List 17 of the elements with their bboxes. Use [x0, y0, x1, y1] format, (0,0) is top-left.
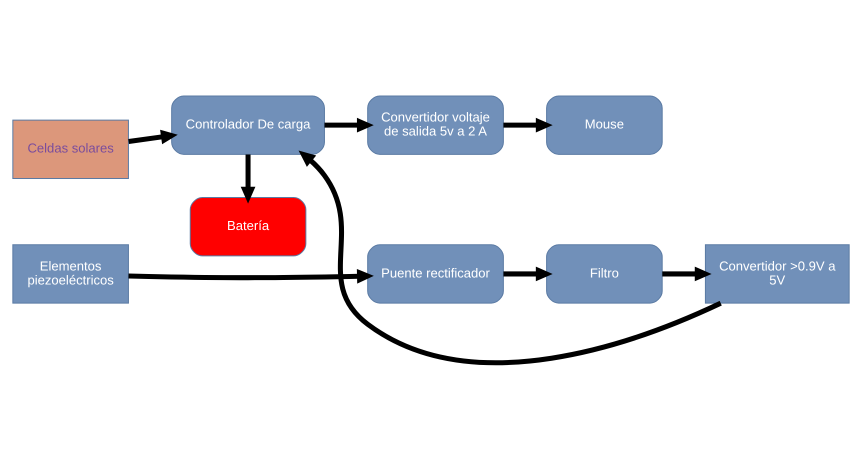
- node-box: Elementos piezoeléctricos: [12, 244, 129, 304]
- arrow: [298, 150, 722, 365]
- node-box: Convertidor >0.9V a 5V: [704, 244, 850, 304]
- node-box: Puente rectificador: [367, 244, 504, 304]
- node-box: Controlador De carga: [171, 96, 325, 155]
- node-box: Batería: [190, 197, 306, 256]
- arrow: [128, 130, 178, 144]
- arrow: [128, 268, 374, 284]
- arrow: [662, 266, 712, 282]
- node-box: Celdas solares: [12, 120, 129, 179]
- arrow: [503, 266, 553, 282]
- arrow: [503, 118, 553, 133]
- node-box: Mouse: [546, 96, 663, 155]
- node-box: Convertidor voltaje de salida 5v a 2 A: [367, 96, 504, 155]
- node-box: Filtro: [546, 244, 663, 304]
- arrow: [324, 118, 374, 133]
- arrow: [240, 154, 256, 204]
